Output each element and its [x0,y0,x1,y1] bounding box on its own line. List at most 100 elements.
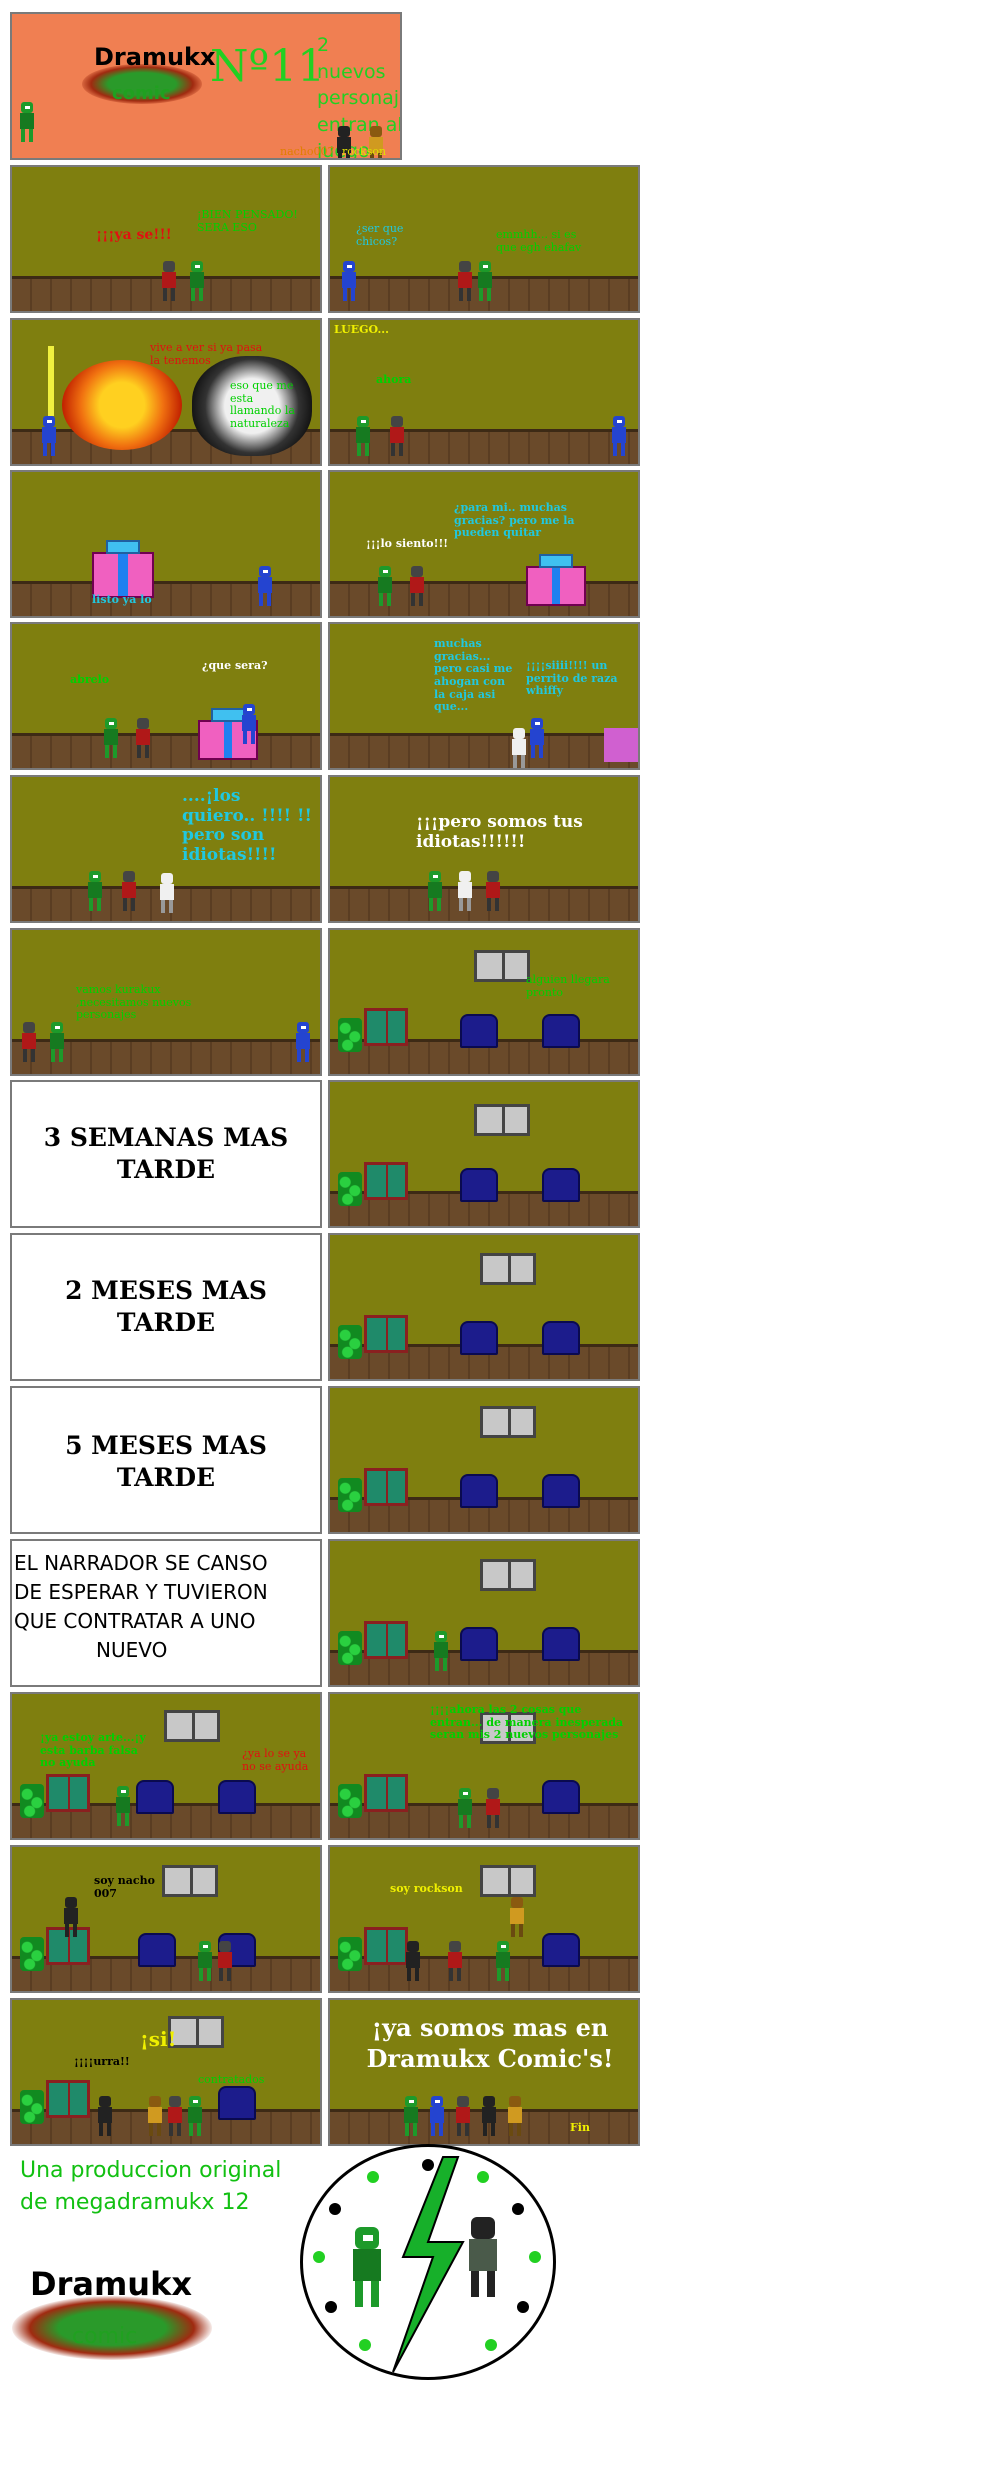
panel-22: ¡¡¡¡ahora las 2 cosas que entran... de m… [328,1692,640,1840]
character-red [390,416,404,456]
sofa-left [460,1168,498,1202]
header-character-black [337,126,351,158]
character-red [162,261,176,301]
issue-subtitle: 2 nuevos personajes entran al juego [317,34,402,158]
caption-panel-2: 2 MESES MAS TARDE [10,1233,322,1381]
character-green [404,2096,418,2136]
speech-2a: ¿ser que chicos? [356,222,404,248]
speech-3a: vive a ver si ya pasa la tenemos [150,341,263,367]
narrator-line-4: NUEVO [96,1638,168,1662]
character-green [50,1022,64,1062]
panel-25: ¡¡¡¡urra!! ¡si! contratados [10,1998,322,2146]
door [364,1621,408,1659]
window [480,1406,536,1438]
speech-6a: ¡¡¡lo siento!!! [366,537,449,550]
floor [330,429,638,464]
gift-box [526,554,586,606]
explosion-fire [62,360,182,450]
plant [338,1172,362,1206]
caption-line-2: TARDE [116,1463,216,1492]
speech-6b: ¿para mi.. muchas gracias? pero me la pu… [454,501,575,540]
character-blue [42,416,56,456]
character-blue [342,261,356,301]
plant [20,1937,44,1971]
panel-3: vive a ver si ya pasa la tenemos eso que… [10,318,322,466]
character-green [88,871,102,911]
character-green [428,871,442,911]
panel-20 [328,1539,640,1687]
speech-7b: ¿que sera? [202,659,268,672]
character-blue [612,416,626,456]
plant [20,1784,44,1818]
logo-subtitle: comic [112,83,171,104]
character-red [456,2096,470,2136]
character-green [378,566,392,606]
sofa-right [218,1780,256,1814]
speech-20a: ¡¡¡¡ahora las 2 cosas que entran... de m… [430,1703,624,1742]
narrator-line-3: QUE CONTRATAR A UNO [14,1609,256,1633]
rockson [510,1897,524,1937]
nacho-007 [64,1897,78,1937]
panel-2: ¿ser que chicos? emmhh... si es que egh … [328,165,640,313]
character-blue [530,718,544,758]
nacho-007 [482,2096,496,2136]
emblem-dots [313,2159,541,2351]
character-green [188,2096,202,2136]
door [364,1162,408,1200]
narrator-panel: EL NARRADOR SE CANSO DE ESPERAR Y TUVIER… [10,1539,322,1687]
narrator-line-2: DE ESPERAR Y TUVIERON [14,1580,268,1604]
speech-7a: abrelo [70,673,110,686]
character-red [448,1941,462,1981]
sofa-right [218,1933,256,1967]
window [474,1104,530,1136]
speech-2b: emmhh... si es que egh ehafav [496,228,582,254]
window [480,1712,536,1744]
smoke-cloud [192,356,312,456]
speech-5a: listo ya lo [92,593,152,606]
plant [338,1784,362,1818]
window [164,1710,220,1742]
door [364,1315,408,1353]
character-blue [296,1022,310,1062]
rockson [508,2096,522,2136]
caption-panel-3: 5 MESES MAS TARDE [10,1386,322,1534]
character-green [198,1941,212,1981]
character-green [478,261,492,301]
speech-8b: ¡¡¡¡siiii!!!! un perrito de raza whiffy [526,659,618,698]
nacho-007 [98,2096,112,2136]
sofa-left [138,1933,176,1967]
puppy [160,873,174,913]
caption-line-1: 5 MESES MAS [65,1431,267,1460]
new-narrator [116,1786,130,1826]
character-green [104,718,118,758]
logo-title: Dramukx [94,43,216,71]
speech-23b: ¡si! [140,2027,177,2051]
footer-logo-title: Dramukx [30,2265,192,2303]
character-red [168,2096,182,2136]
sofa-right [218,2086,256,2120]
rockson [148,2096,162,2136]
sofa-right [542,1474,580,1508]
caption-line-2: TARDE [116,1308,216,1337]
character-green [458,1788,472,1828]
panel-12: alguien llegara pronto [328,928,640,1076]
plant [338,1018,362,1052]
panel-18 [328,1386,640,1534]
floor [330,886,638,921]
panel-4: LUEGO... ahora [328,318,640,466]
door [364,1468,408,1506]
floor [330,1344,638,1379]
panel-11: vamos kurakux ,necesitamos nuevos person… [10,928,322,1076]
sofa-left [460,1014,498,1048]
speech-23a: ¡¡¡¡urra!! [74,2055,130,2068]
door [364,1927,408,1965]
plant [338,1937,362,1971]
header-logo: Dramukx comic [82,36,216,108]
speech-19b: ¿ya lo se ya no se ayuda [242,1747,309,1773]
caption-line-2: TARDE [116,1155,216,1184]
character-red [486,871,500,911]
character-green [190,261,204,301]
speech-19a: ¡ya estoy arte...¡y esta barba falsa no … [40,1731,146,1770]
circle-emblem [300,2144,556,2380]
puppy [458,871,472,911]
